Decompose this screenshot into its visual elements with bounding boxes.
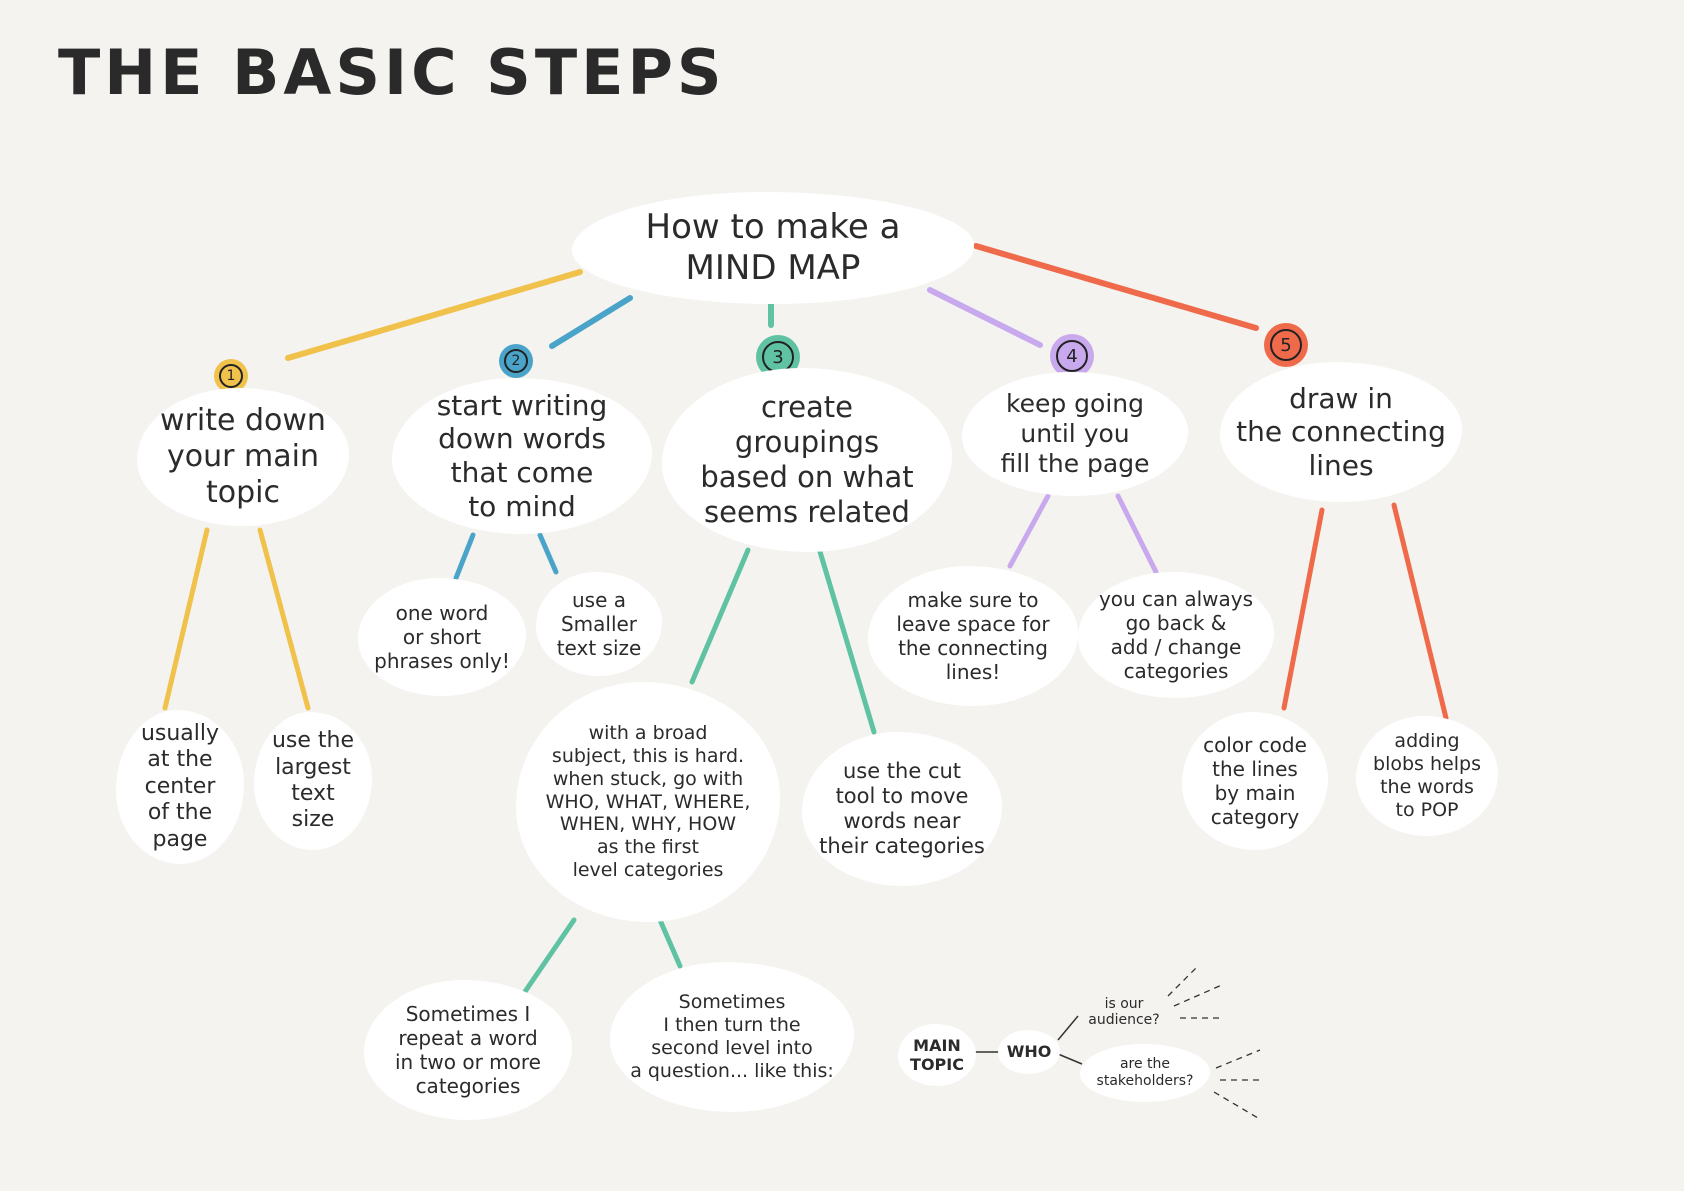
connector-center-step1 <box>285 269 583 361</box>
connector-center-step2 <box>549 295 633 349</box>
step-3-label: create groupings based on what seems rel… <box>700 390 914 529</box>
step-5-blob: draw in the connecting lines <box>1220 362 1462 502</box>
tip-step3-question-text: Sometimes I then turn the second level i… <box>630 991 834 1082</box>
step-4-number: 4 <box>1056 340 1088 372</box>
example-dashed-branches <box>1167 965 1262 1119</box>
tip-step3-cut-tool: use the cut tool to move words near thei… <box>802 732 1002 886</box>
tip-step5-blobs-pop: adding blobs helps the words to POP <box>1356 716 1498 836</box>
example-connector-who-q2 <box>1057 1053 1083 1065</box>
connector-step5-tip-b <box>1391 502 1449 721</box>
tip-step1-center-of-page-text: usually at the center of the page <box>140 721 220 852</box>
tip-step5-color-code: color code the lines by main category <box>1182 712 1328 850</box>
tip-step4-add-change: you can always go back & add / change ca… <box>1078 572 1274 698</box>
example-connector-who-q1 <box>1057 1015 1079 1041</box>
example-who-text: WHO <box>1006 1042 1052 1062</box>
connector-step3a-tip-a2 <box>657 917 683 969</box>
example-question-stakeholders-blob: are the stakeholders? <box>1080 1044 1210 1102</box>
connector-step3-tip-a <box>689 547 751 685</box>
example-question-audience: is our audience? <box>1088 996 1160 1029</box>
tip-step4-leave-space-text: make sure to leave space for the connect… <box>896 588 1050 684</box>
connector-step3-tip-b <box>815 542 877 735</box>
connector-step1-tip-a <box>162 527 210 711</box>
step-2-badge: 2 <box>499 344 533 378</box>
step-1-number: 1 <box>219 364 243 388</box>
step-2-label: start writing down words that come to mi… <box>436 388 608 523</box>
tip-step3-cut-tool-text: use the cut tool to move words near thei… <box>819 758 985 859</box>
tip-step5-blobs-pop-text: adding blobs helps the words to POP <box>1373 730 1481 821</box>
tip-step1-largest-text-text: use the largest text size <box>271 728 355 833</box>
connector-step2-tip-a <box>453 532 476 581</box>
connector-step1-tip-b <box>257 527 311 711</box>
tip-step2-smaller-text: use a Smaller text size <box>536 572 662 676</box>
step-4-label: keep going until you fill the page <box>1000 389 1150 478</box>
center-topic-blob: How to make a MIND MAP <box>572 192 974 304</box>
connector-step3a-tip-a1 <box>519 917 577 999</box>
connector-step4-tip-b <box>1115 493 1159 575</box>
connector-center-step5 <box>973 243 1259 331</box>
step-1-blob: write down your main topic <box>137 388 349 526</box>
tip-step3-repeat-word-text: Sometimes I repeat a word in two or more… <box>394 1002 541 1098</box>
example-main-topic-text: MAIN TOPIC <box>910 1035 964 1074</box>
center-topic-label: How to make a MIND MAP <box>645 207 901 288</box>
step-4-blob: keep going until you fill the page <box>962 372 1188 496</box>
tip-step5-color-code-text: color code the lines by main category <box>1203 733 1307 829</box>
tip-step3-broad-subject: with a broad subject, this is hard. when… <box>516 682 780 922</box>
connector-center-step4 <box>927 287 1043 348</box>
step-3-blob: create groupings based on what seems rel… <box>662 368 952 552</box>
tip-step3-broad-subject-text: with a broad subject, this is hard. when… <box>545 722 751 881</box>
connector-step2-tip-b <box>537 532 559 575</box>
tip-step4-leave-space: make sure to leave space for the connect… <box>868 566 1078 706</box>
step-5-badge: 5 <box>1264 323 1308 367</box>
step-5-label: draw in the connecting lines <box>1236 381 1446 482</box>
step-1-label: write down your main topic <box>160 403 326 510</box>
step-2-number: 2 <box>504 349 528 373</box>
tip-step4-add-change-text: you can always go back & add / change ca… <box>1098 587 1254 683</box>
page-title: THE BASIC STEPS <box>58 36 726 109</box>
step-2-blob: start writing down words that come to mi… <box>392 378 652 534</box>
tip-step2-short-phrases: one word or short phrases only! <box>358 578 526 696</box>
tip-step1-center-of-page: usually at the center of the page <box>116 710 244 864</box>
tip-step2-short-phrases-text: one word or short phrases only! <box>374 601 510 673</box>
tip-step1-largest-text: use the largest text size <box>254 712 372 850</box>
tip-step2-smaller-text-text: use a Smaller text size <box>556 588 642 660</box>
connector-step4-tip-a <box>1007 493 1051 569</box>
tip-step3-question: Sometimes I then turn the second level i… <box>610 962 854 1112</box>
connector-step5-tip-a <box>1281 507 1325 711</box>
step-1-badge: 1 <box>214 359 248 393</box>
step-4-badge: 4 <box>1050 334 1094 378</box>
example-main-topic-blob: MAIN TOPIC <box>898 1024 976 1086</box>
tip-step3-repeat-word: Sometimes I repeat a word in two or more… <box>364 980 572 1120</box>
step-5-number: 5 <box>1270 329 1302 361</box>
example-who-blob: WHO <box>998 1030 1060 1074</box>
example-question-stakeholders-text: are the stakeholders? <box>1096 1056 1194 1089</box>
